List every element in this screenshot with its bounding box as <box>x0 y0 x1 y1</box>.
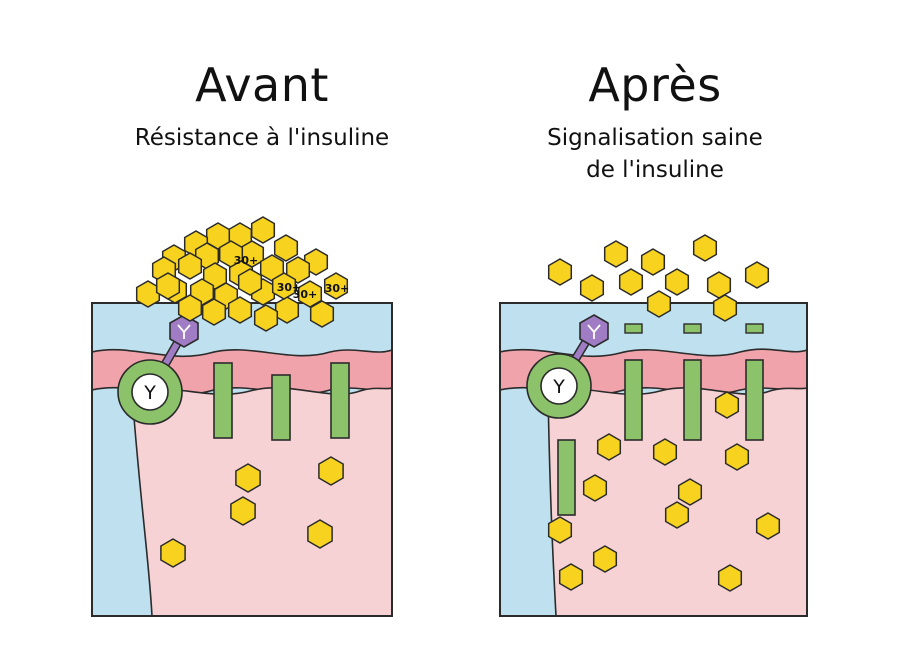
after-glut-dock <box>745 323 764 334</box>
insulin-molecule <box>201 298 227 326</box>
insulin-molecule <box>318 456 344 486</box>
before-glut-channel <box>271 374 291 441</box>
insulin-molecule <box>579 274 605 302</box>
after-receptor-symbol: Y <box>552 376 565 398</box>
after-intracellular-insulin <box>547 391 781 592</box>
insulin-molecule <box>558 563 584 591</box>
insulin-molecule <box>227 296 253 324</box>
insulin-molecule <box>177 252 203 280</box>
insulin-molecule <box>664 268 690 296</box>
cluster-label: 30+ <box>234 254 259 267</box>
cluster-label: 30+ <box>277 281 302 294</box>
after-glut-channel <box>624 359 643 441</box>
before-cell-panel: Y 30+ 30+ 30+ 30+ <box>91 216 393 617</box>
before-receptor-y-icon <box>177 324 191 339</box>
insulin-molecule <box>618 268 644 296</box>
before-title: Avant <box>195 58 329 112</box>
before-glut-channel <box>330 362 350 439</box>
insulin-molecule <box>677 478 703 506</box>
cluster-label: 30+ <box>293 288 318 301</box>
before-subtitle: Résistance à l'insuline <box>134 125 390 151</box>
insulin-molecule <box>309 300 335 328</box>
insulin-molecule <box>717 564 743 592</box>
insulin-molecule <box>253 304 279 332</box>
insulin-molecule <box>285 256 311 284</box>
insulin-molecule <box>547 516 573 544</box>
before-insulin-cluster <box>135 216 349 332</box>
insulin-molecule <box>706 271 732 299</box>
before-intracellular-insulin <box>160 456 344 568</box>
insulin-molecule <box>230 496 256 526</box>
insulin-molecule <box>160 538 186 568</box>
insulin-molecule <box>744 261 770 289</box>
insulin-molecule <box>603 240 629 268</box>
insulin-molecule <box>297 280 323 308</box>
before-receptor-symbol: Y <box>143 382 156 404</box>
insulin-molecule <box>596 433 622 461</box>
insulin-molecule <box>303 248 329 276</box>
insulin-molecule <box>640 248 666 276</box>
insulin-molecule <box>755 512 781 540</box>
after-title: Après <box>588 58 722 112</box>
after-glut-dock <box>624 323 643 334</box>
before-glut-channel <box>213 362 233 439</box>
after-extracellular-insulin <box>547 234 770 322</box>
insulin-molecule <box>664 501 690 529</box>
after-receptor-y-icon <box>587 324 601 339</box>
insulin-molecule <box>155 272 181 300</box>
insulin-molecule <box>235 463 261 493</box>
insulin-molecule <box>273 234 299 262</box>
insulin-molecule <box>271 272 297 300</box>
insulin-molecule <box>712 294 738 322</box>
after-cell-panel: Y <box>499 234 808 617</box>
insulin-molecule <box>274 296 300 324</box>
after-glut-channel <box>745 359 764 441</box>
insulin-molecule <box>323 272 349 300</box>
insulin-molecule <box>307 519 333 549</box>
after-glut-dock <box>683 323 702 334</box>
insulin-molecule <box>652 438 678 466</box>
insulin-molecule <box>547 258 573 286</box>
insulin-molecule <box>724 443 750 471</box>
insulin-molecule <box>582 474 608 502</box>
after-glut-channel <box>557 439 576 516</box>
before-cytoplasm <box>131 387 392 616</box>
insulin-molecule <box>592 545 618 573</box>
cluster-label: 30+ <box>325 282 350 295</box>
insulin-molecule <box>692 234 718 262</box>
insulin-molecule <box>714 391 740 419</box>
insulin-molecule <box>237 268 263 296</box>
after-glut-channel <box>683 359 702 441</box>
after-subtitle: Signalisation saine de l'insuline <box>547 125 763 183</box>
insulin-molecule <box>177 294 203 322</box>
insulin-molecule <box>135 280 161 308</box>
insulin-molecule <box>250 216 276 244</box>
insulin-molecule <box>646 290 672 318</box>
